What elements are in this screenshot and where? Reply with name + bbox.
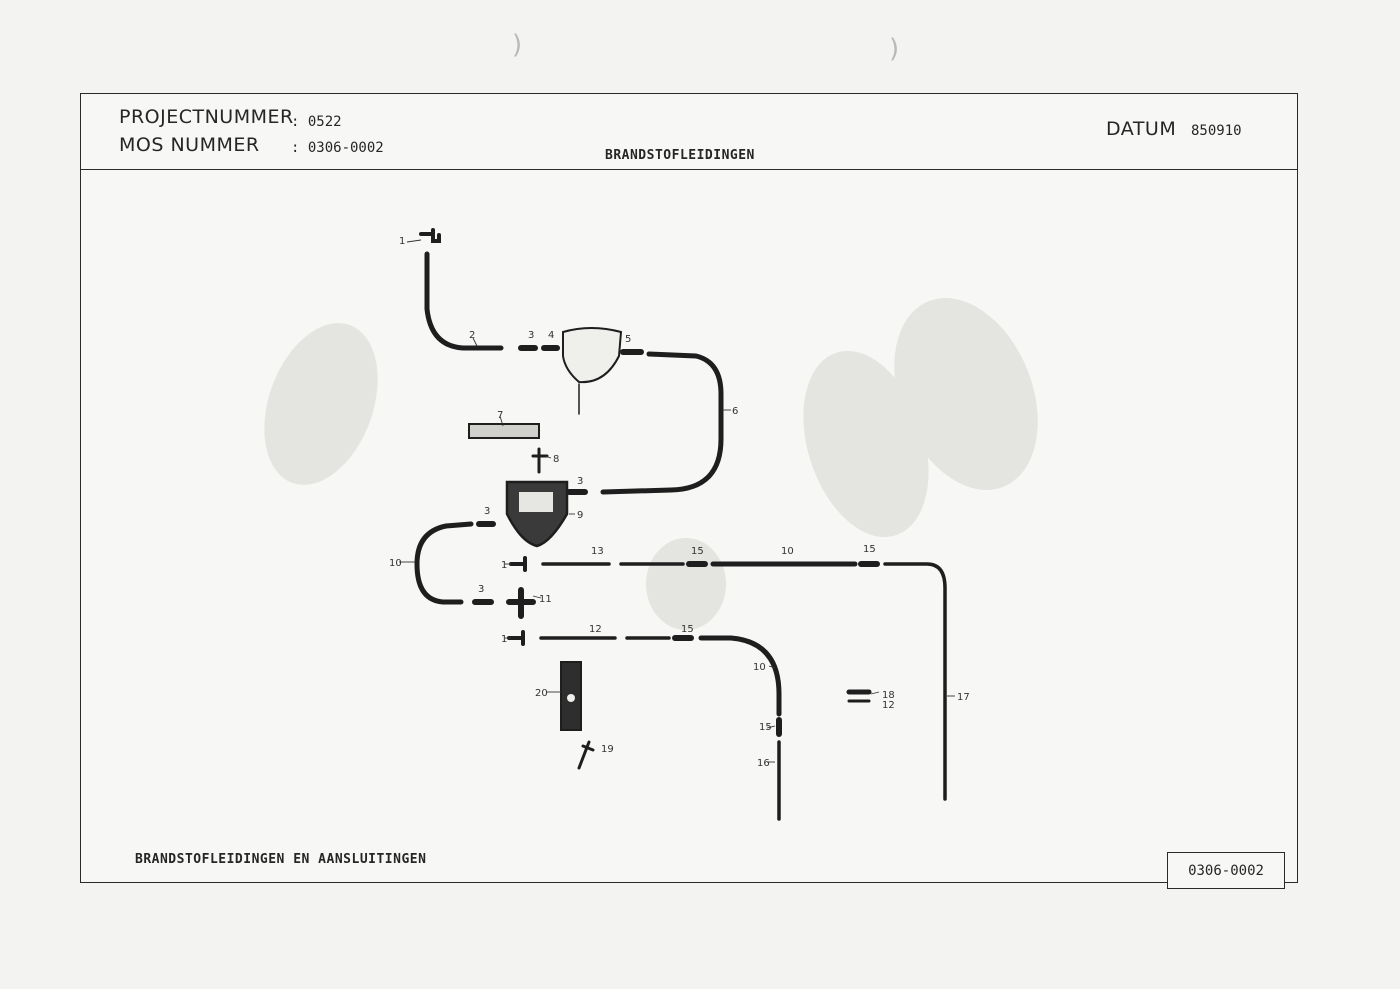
- drawing-title: BRANDSTOFLEIDINGEN: [605, 148, 755, 163]
- label-19: 19: [601, 744, 614, 755]
- fuel-line-diagram: 1 2 3 4 5 6 7 8 3 9 3 10 1 13 15 10 15 3…: [264, 228, 1038, 821]
- date-label: DATUM: [1106, 118, 1177, 140]
- label-16: 16: [757, 758, 770, 769]
- hose-10-lower: [698, 635, 782, 717]
- clamp-20-hole: [567, 694, 575, 702]
- fuel-filter-window: [519, 492, 553, 512]
- fitting-1-middle: [509, 556, 527, 572]
- footer-code-box: 0306-0002: [1167, 852, 1285, 889]
- bolt-19: [577, 740, 595, 770]
- punch-hole-right: ): [889, 34, 900, 64]
- show-through-shadows: [264, 298, 1038, 630]
- label-10c: 10: [753, 662, 766, 673]
- date-value: 850910: [1191, 123, 1242, 139]
- footer-code: 0306-0002: [1188, 862, 1264, 879]
- tee-piece-11: [506, 587, 536, 619]
- label-8: 8: [553, 454, 559, 465]
- label-20: 20: [535, 688, 548, 699]
- label-3a: 3: [528, 330, 534, 341]
- hose-10-left: [414, 521, 474, 605]
- label-15d: 15: [759, 722, 772, 733]
- label-12: 12: [589, 624, 602, 635]
- label-9: 9: [577, 510, 583, 521]
- hose-6: [600, 351, 724, 495]
- label-1a: 1: [399, 236, 405, 247]
- label-15c: 15: [681, 624, 694, 635]
- label-10a: 10: [389, 558, 402, 569]
- label-18: 18: [882, 690, 895, 701]
- label-11: 11: [539, 594, 552, 605]
- label-3b: 3: [577, 476, 583, 487]
- title-block-header: PROJECTNUMMER : 0522 MOS NUMMER : 0306-0…: [81, 94, 1297, 170]
- label-10b: 10: [781, 546, 794, 557]
- footer-title: BRANDSTOFLEIDINGEN EN AANSLUITINGEN: [135, 852, 427, 867]
- mos-number-label: MOS NUMMER: [119, 134, 260, 156]
- mos-number-value: : 0306-0002: [291, 140, 384, 156]
- label-1c: 1: [501, 634, 507, 645]
- label-12b: 12: [882, 700, 895, 711]
- fitting-1-lower: [507, 630, 525, 646]
- label-3c: 3: [484, 506, 490, 517]
- line-17: [883, 562, 947, 801]
- label-1b: 1: [501, 560, 507, 571]
- punch-hole-left: ): [512, 30, 523, 60]
- label-15b: 15: [863, 544, 876, 555]
- label-7: 7: [497, 410, 503, 421]
- project-number-value: : 0522: [291, 114, 342, 130]
- drawing-sheet: PROJECTNUMMER : 0522 MOS NUMMER : 0306-0…: [80, 93, 1298, 889]
- label-6: 6: [732, 406, 738, 417]
- leader-lines: [399, 239, 955, 763]
- label-2: 2: [469, 330, 475, 341]
- bolt-8: [531, 447, 549, 474]
- label-5: 5: [625, 334, 631, 345]
- label-4: 4: [548, 330, 554, 341]
- bracket-7: [468, 423, 540, 439]
- elbow-fitting-top: [419, 228, 441, 243]
- label-17: 17: [957, 692, 970, 703]
- label-13: 13: [591, 546, 604, 557]
- label-15a: 15: [691, 546, 704, 557]
- sediment-bowl: [562, 327, 623, 384]
- label-3d: 3: [478, 584, 484, 595]
- hose-2: [424, 251, 504, 351]
- fuel-filter-9: [505, 480, 569, 548]
- project-number-label: PROJECTNUMMER: [119, 106, 294, 128]
